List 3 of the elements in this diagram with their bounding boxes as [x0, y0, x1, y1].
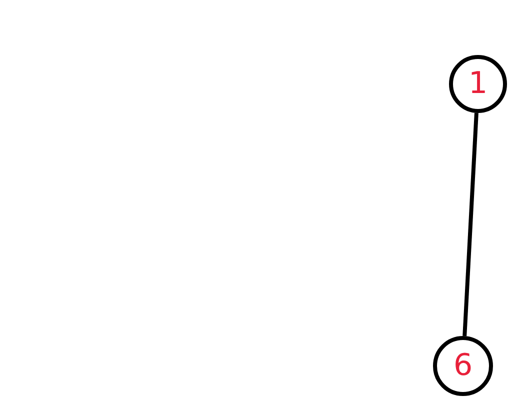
connector-line [462, 112, 478, 336]
node-number: 1 [468, 69, 488, 99]
node-number: 6 [453, 351, 473, 381]
